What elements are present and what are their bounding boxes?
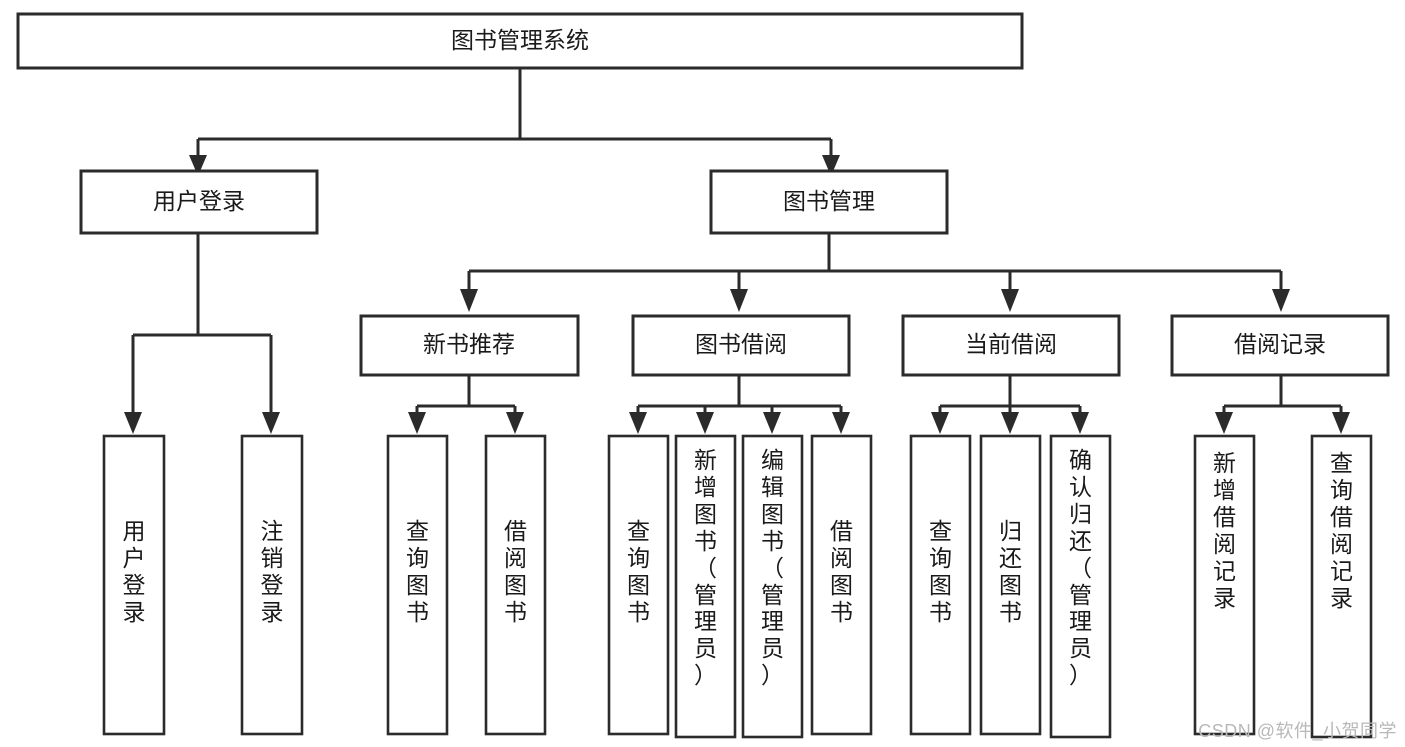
node-borrow-record[interactable]: 借阅记录 [1170,314,1390,377]
node-current-borrow[interactable]: 当前借阅 [901,314,1121,377]
node-user-login-box[interactable] [79,169,319,235]
node-new-book-recommend-label: 新书推荐 [423,331,515,357]
node-root-label: 图书管理系统 [451,27,589,53]
node-book-manage[interactable]: 图书管理 [709,169,949,235]
leaf-return-book-box[interactable] [979,434,1042,736]
node-book-manage-box[interactable] [709,169,949,235]
leaf-edit-book-box[interactable] [741,434,804,739]
arrow-head-borrow-record [1272,289,1290,312]
arrow-head-leaf-return-book [1001,412,1019,434]
arrow-head-user-login [189,155,207,176]
leaf-user-login-box[interactable] [102,434,166,736]
arrow-head-leaf-add-record [1215,412,1233,434]
leaf-confirm-return-box[interactable] [1049,434,1112,739]
node-user-login[interactable]: 用户登录 [79,169,319,235]
leaf-query-book-1-box[interactable] [386,434,449,736]
leaf-borrow-book-2-box[interactable] [810,434,873,736]
node-book-manage-label: 图书管理 [783,188,875,214]
arrow-head-leaf-borrow-book-1 [506,412,524,434]
watermark-text: CSDN @软件_小贺同学 [1198,721,1397,741]
leaf-borrow-book-1-box[interactable] [484,434,547,736]
node-user-login-label: 用户登录 [153,188,245,214]
connector-bookmanage-bus [467,233,1283,292]
connector-userlogin-bus [131,233,273,416]
node-root-box[interactable] [16,12,1024,70]
connector-newbook-bus [415,375,517,416]
arrow-head-book-borrow [730,289,748,312]
arrow-head-book-manage [822,155,840,176]
connector-currentborrow-bus [938,375,1082,416]
arrow-head-leaf-query-record [1332,412,1350,434]
arrow-head-leaf-user-logout [262,412,280,434]
arrow-head-leaf-user-login [124,412,142,434]
arrow-head-leaf-borrow-book-2 [832,412,850,434]
arrow-head-leaf-query-book-2 [629,412,647,434]
node-current-borrow-label: 当前借阅 [965,331,1057,357]
arrow-head-leaf-edit-book [763,412,781,434]
node-root[interactable]: 图书管理系统 [16,12,1024,70]
node-current-borrow-box[interactable] [901,314,1121,377]
node-book-borrow-box[interactable] [631,314,851,377]
connectors-group [124,68,1350,434]
connector-borrowrecord-bus [1222,375,1343,416]
arrow-head-current-borrow [1001,289,1019,312]
arrow-head-new-book-recommend [460,289,478,312]
leaf-user-logout-box[interactable] [240,434,304,736]
node-new-book-recommend[interactable]: 新书推荐 [359,314,580,377]
leaf-query-record-box[interactable] [1310,434,1373,739]
leaf-add-book-box[interactable] [674,434,737,739]
connector-bookborrow-bus [636,375,843,416]
leaf-query-book-2-box[interactable] [607,434,670,736]
node-borrow-record-label: 借阅记录 [1234,331,1326,357]
arrow-head-leaf-add-book [696,412,714,434]
arrow-head-leaf-query-book-3 [931,412,949,434]
node-book-borrow-label: 图书借阅 [695,331,787,357]
leaf-boxes-group [102,434,1373,739]
node-borrow-record-box[interactable] [1170,314,1390,377]
leaf-query-book-3-box[interactable] [909,434,972,736]
arrow-head-leaf-confirm-return [1071,412,1089,434]
arrow-head-leaf-query-book-1 [408,412,426,434]
node-book-borrow[interactable]: 图书借阅 [631,314,851,377]
leaf-add-record-box[interactable] [1193,434,1256,736]
node-new-book-recommend-box[interactable] [359,314,580,377]
connector-root-to-level2 [196,68,833,158]
